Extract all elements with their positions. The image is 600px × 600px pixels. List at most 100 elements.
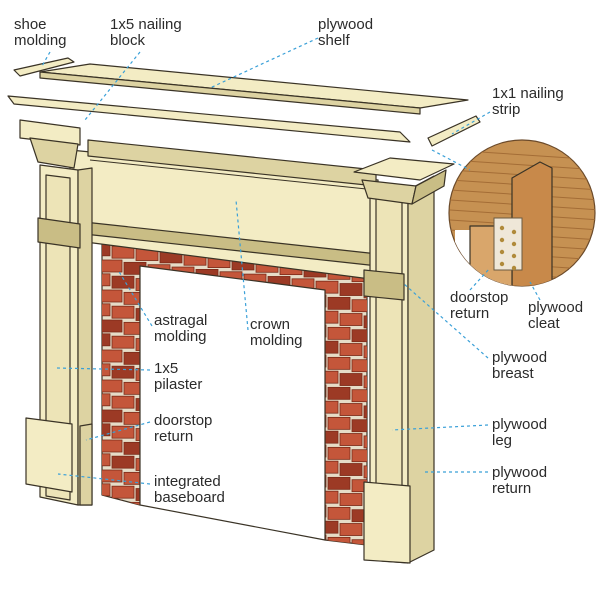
brick <box>280 563 302 575</box>
brick <box>363 315 367 329</box>
wood-grain <box>449 159 595 171</box>
brick <box>327 326 351 340</box>
right-plywood-return <box>407 175 435 564</box>
brick <box>123 531 147 545</box>
right-baseboard <box>363 481 411 564</box>
brick <box>351 509 367 523</box>
brick <box>102 543 111 545</box>
brick <box>111 455 135 469</box>
brick <box>102 379 123 393</box>
brick <box>111 365 135 379</box>
brick <box>135 518 159 531</box>
brick <box>195 539 219 545</box>
right-capital-top <box>353 157 455 181</box>
hinge-screw <box>511 253 517 259</box>
brick <box>102 349 123 363</box>
brick <box>160 551 182 563</box>
leader-plywood-shelf <box>209 37 319 89</box>
brick <box>351 389 367 403</box>
brick <box>111 275 135 289</box>
brick <box>111 395 135 409</box>
brick <box>363 375 367 389</box>
brick <box>352 570 374 582</box>
brick <box>268 546 290 558</box>
brick <box>304 565 326 577</box>
leader-plywood-leg <box>391 424 489 431</box>
brick <box>76 528 98 540</box>
brick <box>102 513 111 527</box>
brick <box>339 403 363 416</box>
leader-nailing-block <box>84 51 141 121</box>
brick <box>102 303 111 317</box>
brick <box>339 343 363 356</box>
brick <box>102 423 111 437</box>
brick <box>351 449 367 463</box>
brick <box>339 313 363 326</box>
left-baseboard <box>25 417 73 493</box>
brick <box>102 273 111 287</box>
brick <box>219 541 243 545</box>
left-pilaster-band <box>37 217 81 249</box>
brick <box>102 393 111 407</box>
brick <box>136 549 158 561</box>
brick <box>102 453 111 467</box>
leader-doorstop-return-inset <box>469 267 491 291</box>
brick <box>111 485 135 499</box>
brick <box>340 554 362 566</box>
brick <box>292 549 314 561</box>
brick <box>102 483 111 497</box>
hinge-screw <box>511 265 517 271</box>
brick <box>363 405 367 419</box>
brick <box>232 558 254 570</box>
left-doorstop-return <box>79 423 93 506</box>
brick <box>376 572 398 584</box>
brick <box>255 529 279 543</box>
left-capital-block <box>29 137 79 169</box>
breast-molding-line <box>89 159 377 191</box>
hinge-screw <box>499 261 505 267</box>
brick <box>363 465 367 479</box>
firebox-opening <box>139 265 326 541</box>
brick <box>351 539 367 545</box>
brick <box>111 305 135 319</box>
brick <box>339 373 363 386</box>
brick <box>159 520 183 534</box>
leader-pilaster <box>55 367 151 371</box>
brick <box>316 551 338 563</box>
shoe-molding-piece <box>13 57 75 77</box>
brick <box>147 534 171 545</box>
hinge-screw <box>499 249 505 255</box>
brick <box>102 439 123 453</box>
brick <box>339 283 363 296</box>
plywood-shelf <box>39 63 469 109</box>
brick <box>327 476 351 490</box>
brick <box>339 523 363 536</box>
brick <box>351 329 367 343</box>
right-capital-side <box>411 169 447 205</box>
brick <box>102 289 123 303</box>
brick <box>111 515 135 529</box>
hinge-screw <box>511 229 517 235</box>
brick <box>327 536 351 545</box>
brick <box>207 525 231 538</box>
brick <box>351 419 367 433</box>
brick <box>102 363 111 377</box>
nailing-block-strip <box>7 95 411 143</box>
brick <box>363 435 367 449</box>
leader-inset-callout <box>431 149 471 171</box>
hinge-screw <box>499 237 505 243</box>
brick <box>363 345 367 359</box>
brick <box>208 556 230 568</box>
leader-shoe-molding <box>41 51 51 67</box>
brick <box>171 536 195 545</box>
brick <box>327 446 351 460</box>
leader-crown-molding <box>235 199 249 331</box>
brick <box>327 356 351 370</box>
